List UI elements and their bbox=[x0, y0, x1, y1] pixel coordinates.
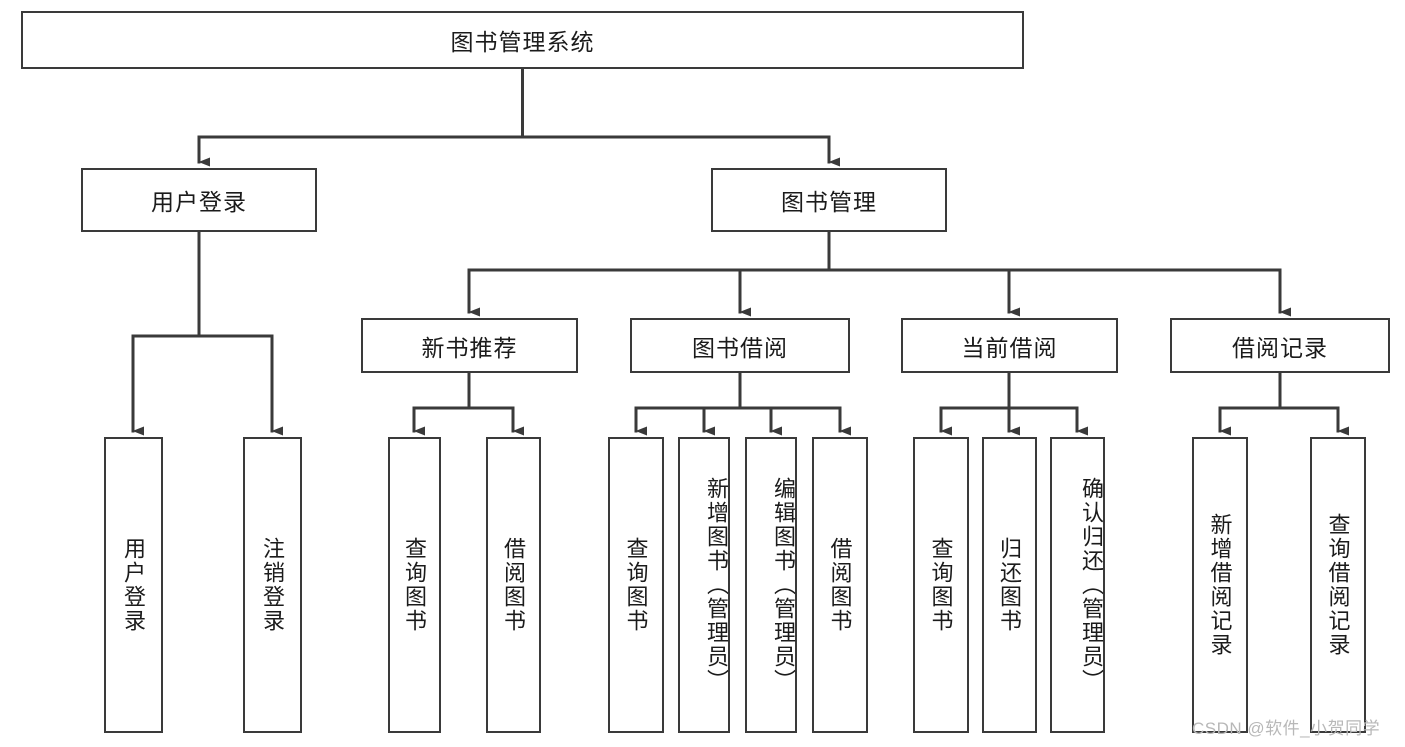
node-leaf-return-book[interactable]: 归还图书 bbox=[982, 437, 1037, 733]
node-book-management[interactable]: 图书管理 bbox=[711, 168, 947, 232]
node-leaf-query-book-recommend[interactable]: 查询图书 bbox=[388, 437, 441, 733]
node-label: 借阅图书 bbox=[827, 537, 853, 633]
node-current-borrow[interactable]: 当前借阅 bbox=[901, 318, 1118, 373]
node-label: 图书管理系统 bbox=[450, 29, 595, 55]
node-label: 用户登录 bbox=[121, 537, 147, 633]
node-label: 查询图书 bbox=[928, 537, 954, 633]
node-label: 用户登录 bbox=[151, 189, 247, 215]
node-leaf-borrow-book[interactable]: 借阅图书 bbox=[812, 437, 868, 733]
node-label: 归还图书 bbox=[997, 537, 1023, 633]
node-label: 图书借阅 bbox=[692, 334, 788, 361]
node-label: 当前借阅 bbox=[961, 334, 1058, 361]
node-borrow-record[interactable]: 借阅记录 bbox=[1170, 318, 1390, 373]
node-leaf-borrow-book-recommend[interactable]: 借阅图书 bbox=[486, 437, 541, 733]
node-leaf-query-book-current[interactable]: 查询图书 bbox=[913, 437, 969, 733]
node-label: 查询借阅记录 bbox=[1325, 513, 1351, 657]
node-label: 新增借阅记录 bbox=[1207, 513, 1233, 657]
node-leaf-user-logout[interactable]: 注销登录 bbox=[243, 437, 302, 733]
node-leaf-query-book-borrow[interactable]: 查询图书 bbox=[608, 437, 664, 733]
node-label: 借阅图书 bbox=[501, 537, 527, 633]
node-leaf-confirm-return-admin[interactable]: 确认归还（管理员） bbox=[1050, 437, 1105, 733]
node-label: 借阅记录 bbox=[1232, 334, 1328, 361]
node-leaf-edit-book-admin[interactable]: 编辑图书（管理员） bbox=[745, 437, 797, 733]
node-user-login[interactable]: 用户登录 bbox=[81, 168, 317, 232]
node-label: 新书推荐 bbox=[421, 334, 518, 361]
node-label: 图书管理 bbox=[781, 189, 877, 215]
node-label: 查询图书 bbox=[402, 537, 428, 633]
node-book-borrow[interactable]: 图书借阅 bbox=[630, 318, 850, 373]
node-label: 注销登录 bbox=[260, 537, 286, 633]
node-leaf-user-login[interactable]: 用户登录 bbox=[104, 437, 163, 733]
node-label: 编辑图书（管理员） bbox=[771, 477, 796, 693]
node-new-book-recommend[interactable]: 新书推荐 bbox=[361, 318, 578, 373]
node-label: 查询图书 bbox=[623, 537, 649, 633]
node-label: 确认归还（管理员） bbox=[1079, 477, 1104, 693]
node-label: 新增图书（管理员） bbox=[704, 477, 729, 693]
node-leaf-add-book-admin[interactable]: 新增图书（管理员） bbox=[678, 437, 730, 733]
node-leaf-query-borrow-record[interactable]: 查询借阅记录 bbox=[1310, 437, 1366, 733]
node-root-book-management-system[interactable]: 图书管理系统 bbox=[21, 11, 1024, 69]
node-leaf-add-borrow-record[interactable]: 新增借阅记录 bbox=[1192, 437, 1248, 733]
